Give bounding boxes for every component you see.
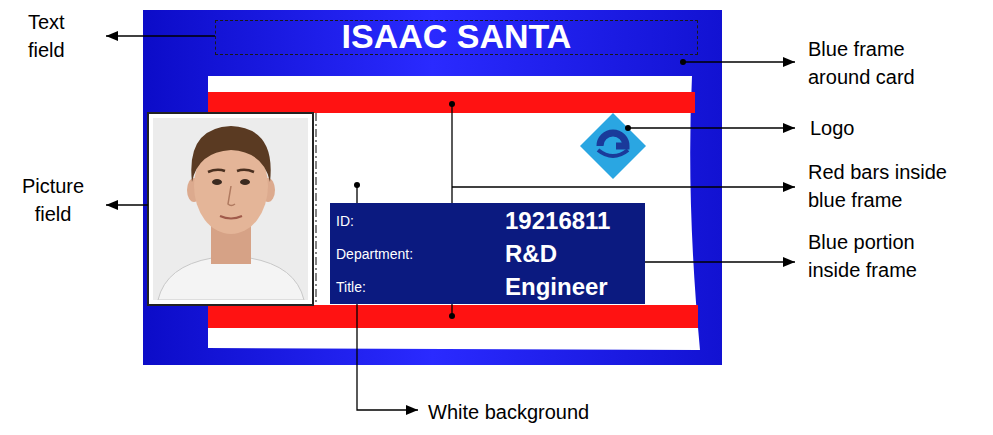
callout-label: Picture field	[6, 172, 100, 228]
red-bar	[208, 305, 698, 328]
picture-field	[148, 113, 316, 305]
field-label: Department:	[336, 245, 505, 263]
callout-label: Blue portion inside frame	[808, 228, 968, 284]
leader-lines	[106, 36, 795, 410]
field-value: 19216811	[505, 207, 637, 235]
name-text: ISAAC SANTA	[342, 19, 572, 53]
field-label: Title:	[336, 278, 505, 296]
callout-label: Blue frame around card	[808, 35, 968, 91]
field-value: Engineer	[505, 273, 637, 301]
logo	[580, 113, 646, 179]
callout-label: White background	[428, 398, 688, 426]
text-field: ISAAC SANTA	[215, 20, 698, 55]
callout-label: Text field	[28, 8, 90, 64]
blue-info-panel: ID:19216811Department:R&DTitle:Engineer	[330, 203, 645, 304]
callout-label: Logo	[810, 114, 930, 142]
callout-label: Red bars inside blue frame	[808, 158, 968, 214]
field-label: ID:	[336, 212, 505, 230]
field-value: R&D	[505, 240, 637, 268]
